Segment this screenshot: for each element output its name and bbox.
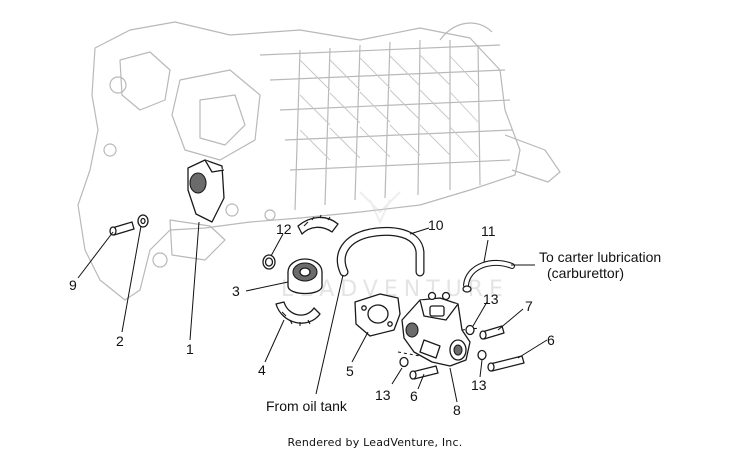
part-13-washer-right [477,349,487,361]
to-carter-note-line1: To carter lubrication [539,249,661,265]
annotation-notes: To carter lubrication (carburettor) From… [266,249,661,414]
callout-1: 1 [186,341,194,357]
footer-credit: Rendered by LeadVenture, Inc. [287,436,463,449]
callout-6-right: 6 [547,332,555,348]
part-2-washer [137,214,149,228]
from-oil-tank-note: From oil tank [266,398,348,414]
callout-13-upper: 13 [483,291,499,307]
part-4-lower-belt [275,301,321,326]
callout-10: 10 [428,217,444,233]
callout-12: 12 [276,221,292,237]
part-11-hose [462,259,515,293]
callout-4: 4 [258,362,266,378]
crankcase-ghost-outline [77,21,561,301]
part-6-screw-bottom [409,365,439,380]
callout-3: 3 [232,283,240,299]
part-1-cover [187,159,225,223]
part-5-gasket [354,293,401,337]
callout-5: 5 [346,363,354,379]
part-4-upper-belt [297,214,339,235]
callout-13-right: 13 [471,377,487,393]
callout-6-bottom: 6 [410,388,418,404]
callout-13-left: 13 [375,387,391,403]
callout-7: 7 [525,298,533,314]
leader-lines [77,221,548,403]
part-3-gear [287,258,323,295]
part-12-o-ring [262,254,276,270]
part-8-oil-pump [397,291,481,367]
callout-8: 8 [453,402,461,418]
part-9-screw [109,221,135,236]
part-10-hose [336,226,425,277]
watermark-logo [359,191,401,225]
to-carter-note-line2: (carburettor) [547,265,624,281]
callout-2: 2 [116,333,124,349]
callout-9: 9 [69,277,77,293]
part-13-washer-left [399,356,409,368]
part-6-screw-right [487,355,525,372]
callout-labels: 1 2 3 4 5 6 6 7 8 9 10 11 12 13 13 13 [69,217,555,418]
callout-11: 11 [481,223,496,239]
part-13-washer-upper [465,324,475,336]
